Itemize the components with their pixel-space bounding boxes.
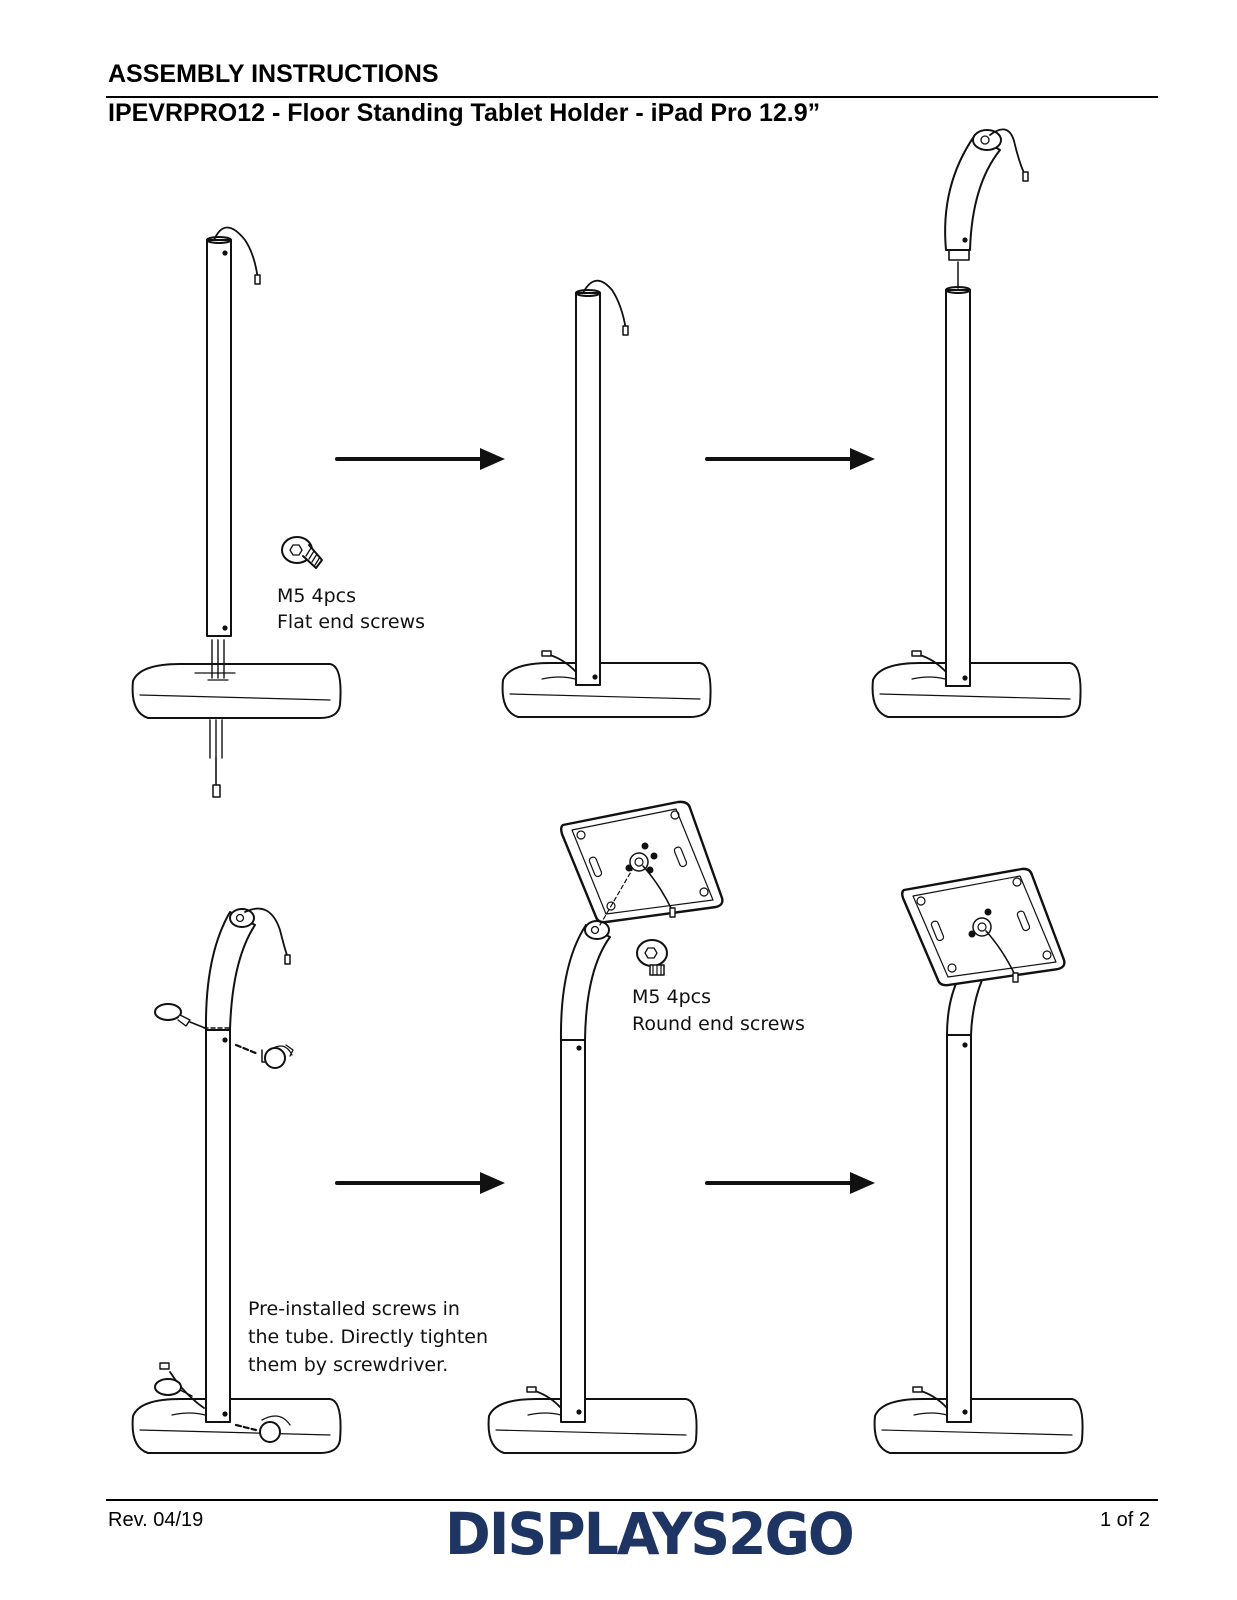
step1-stand-drawing <box>131 226 342 798</box>
brand-logo: DISPLAYS2GO <box>445 1500 855 1568</box>
flat-screws-name: Flat end screws <box>277 611 426 633</box>
revision-label: Rev. 04/19 <box>108 1509 204 1531</box>
step6-stand-drawing <box>873 867 1084 1454</box>
round-screws-note: M5 4pcs Round end screws <box>632 984 805 1038</box>
product-title: IPEVRPRO12 - Floor Standing Tablet Holde… <box>108 99 821 127</box>
document-title: ASSEMBLY INSTRUCTIONS <box>108 60 439 88</box>
flat-screws-note: M5 4pcs Flat end screws <box>277 583 425 635</box>
arrow-2 <box>705 448 875 470</box>
note-line-2: the tube. Directly tighten <box>248 1326 489 1348</box>
step5-stand-drawing <box>487 800 724 1454</box>
step4-stand-drawing <box>131 907 342 1454</box>
step2-stand-drawing <box>501 279 712 718</box>
note-line-3: them by screwdriver. <box>248 1354 449 1376</box>
arrow-1 <box>335 448 505 470</box>
preinstalled-screws-note: Pre-installed screws in the tube. Direct… <box>248 1295 488 1379</box>
arrow-4 <box>705 1172 875 1194</box>
page-number: 1 of 2 <box>1100 1509 1151 1531</box>
round-screws-name: Round end screws <box>632 1013 805 1035</box>
footer-divider <box>106 1499 1158 1501</box>
flat-screw-icon <box>281 536 323 569</box>
round-screws-qty: M5 4pcs <box>632 986 712 1008</box>
step3-stand-drawing <box>871 128 1082 718</box>
header-divider <box>106 96 1158 98</box>
arrow-3 <box>335 1172 505 1194</box>
note-line-1: Pre-installed screws in <box>248 1298 460 1320</box>
flat-screws-qty: M5 4pcs <box>277 585 357 607</box>
round-screw-icon <box>636 939 668 976</box>
